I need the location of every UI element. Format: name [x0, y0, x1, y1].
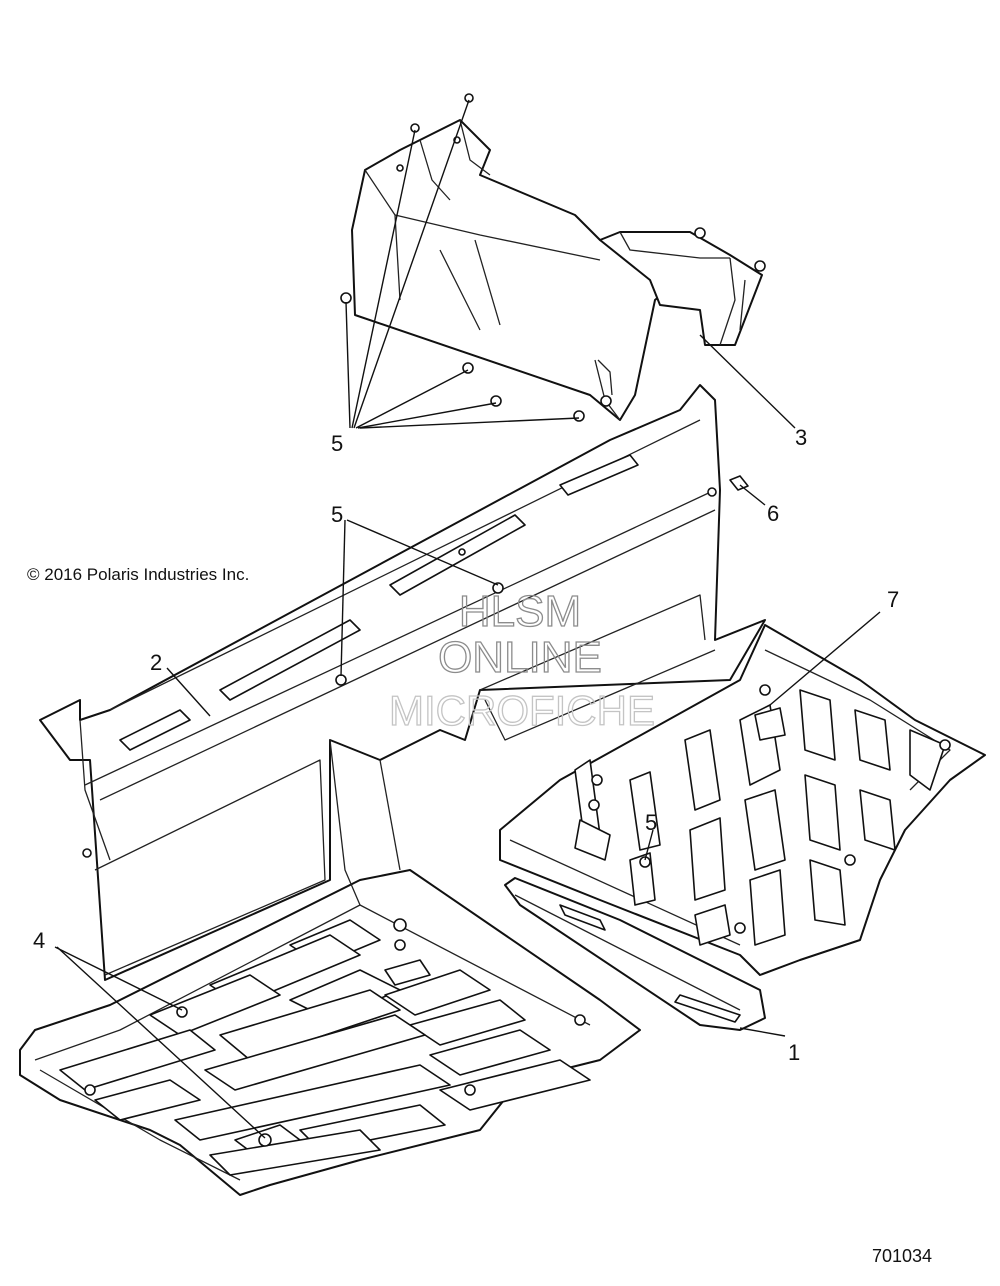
copyright-text: © 2016 Polaris Industries Inc. [27, 565, 249, 584]
callout-4: 4 [33, 928, 45, 953]
callout-3: 3 [795, 425, 807, 450]
leader-lines [54, 99, 881, 1139]
callout-5-top: 5 [331, 431, 343, 456]
part-3-rear-bracket [340, 93, 766, 422]
callout-5-mid: 5 [331, 502, 343, 527]
callout-1: 1 [788, 1040, 800, 1065]
watermark-line-2: ONLINE [438, 633, 602, 682]
watermark: HLSM ONLINE MICROFICHE [388, 586, 655, 734]
part-2-bulkhead [39, 384, 766, 981]
watermark-line-1: HLSM [459, 587, 581, 636]
callout-7: 7 [887, 587, 899, 612]
callout-2: 2 [150, 650, 162, 675]
watermark-line-3: MICROFICHE [389, 687, 655, 734]
part-4-left-floor [19, 739, 641, 1196]
callout-6: 6 [767, 501, 779, 526]
part-1-rail [504, 877, 766, 1031]
part-7-right-floor [499, 624, 986, 976]
diagram-part-number: 701034 [872, 1246, 932, 1266]
callout-5-right: 5 [645, 810, 657, 835]
part-6-clip [729, 475, 749, 491]
